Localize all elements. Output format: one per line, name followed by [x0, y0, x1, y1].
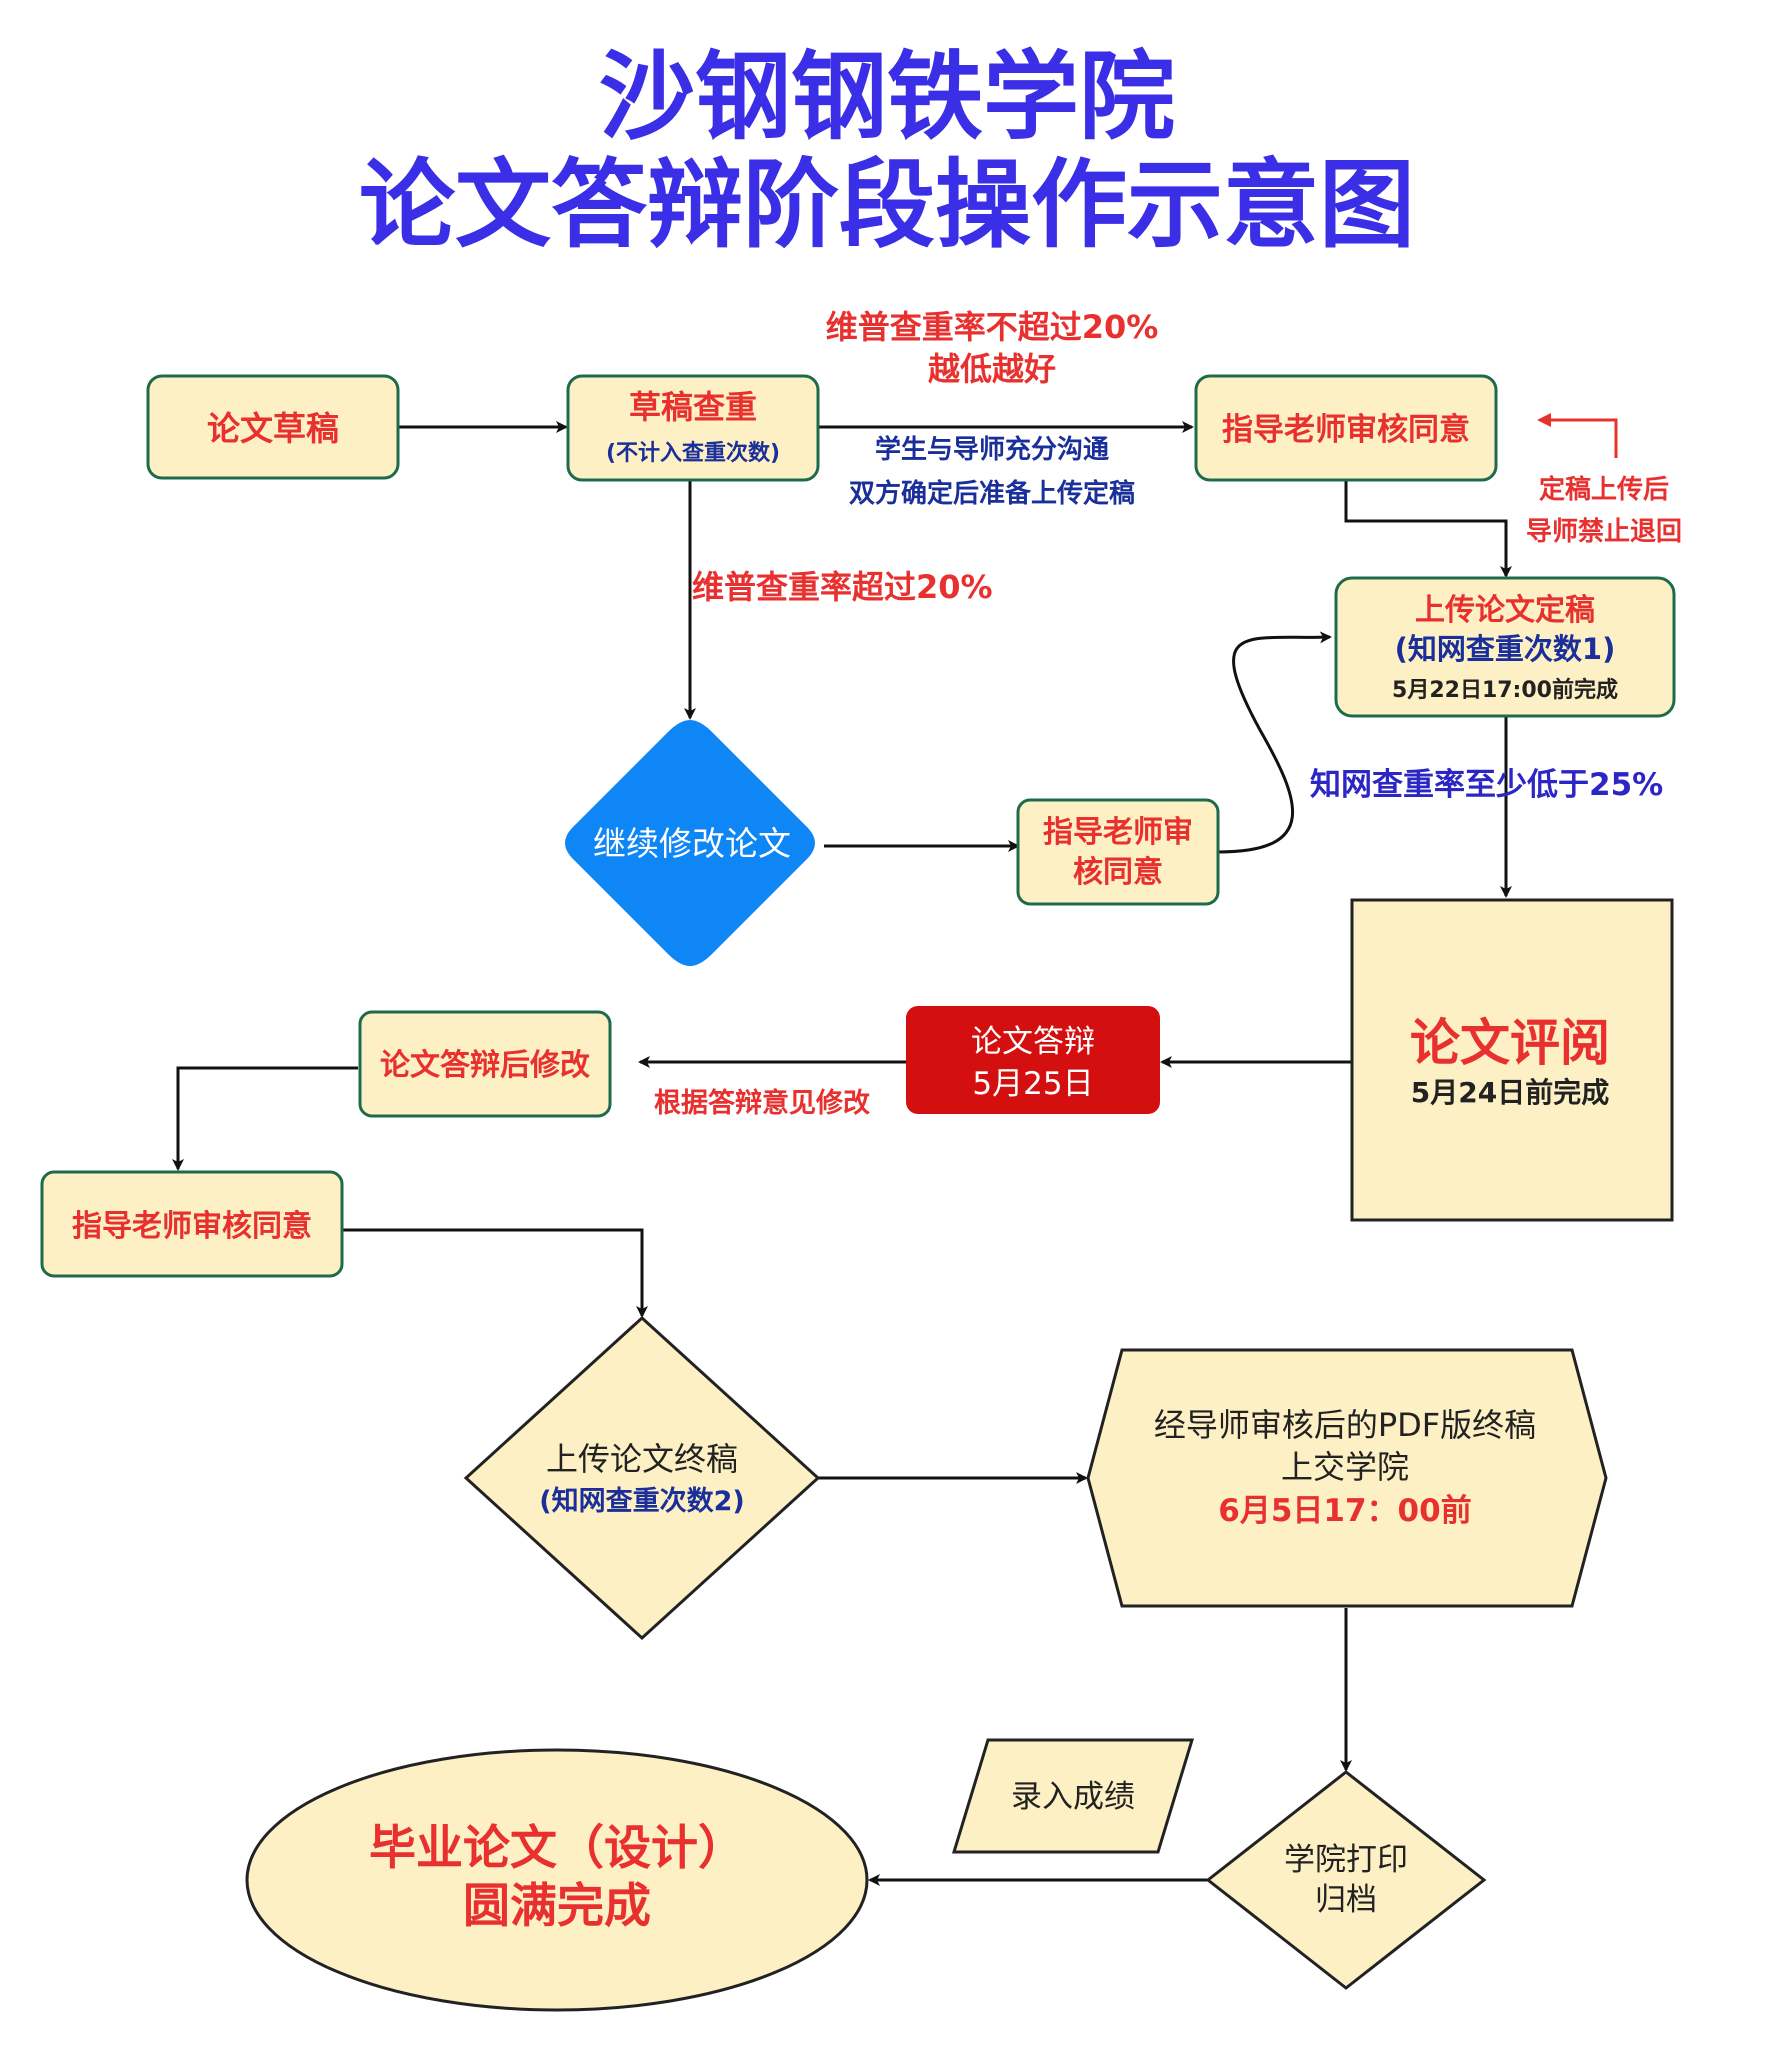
- node-advisor-approve-3-label: 指导老师审核同意: [72, 1209, 312, 1244]
- node-archive-line1: 学院打印: [1284, 1842, 1408, 1878]
- node-upload-last: 上传论文终稿 (知网查重次数2): [463, 1315, 821, 1641]
- node-review-deadline: 5月24日前完成: [1411, 1076, 1609, 1109]
- node-draft-check-note: (不计入查重次数): [606, 440, 780, 466]
- node-advisor-approve-1: 指导老师审核同意: [1194, 374, 1498, 482]
- node-submit-pdf: 经导师审核后的PDF版终稿 上交学院 6月5日17：00前: [1086, 1348, 1608, 1608]
- node-upload-final-deadline: 5月22日17:00前完成: [1392, 677, 1618, 703]
- arrow-revise-to-approve3: [172, 1066, 358, 1171]
- label-rate-ok-1: 维普查重率不超过20%: [826, 308, 1159, 346]
- node-upload-final-title: 上传论文定稿: [1415, 593, 1595, 628]
- node-review: 论文评阅 5月24日前完成: [1350, 898, 1674, 1222]
- node-draft-check: 草稿查重 (不计入查重次数): [566, 374, 820, 482]
- node-defense-title: 论文答辩: [971, 1024, 1095, 1060]
- node-record-grades-label: 录入成绩: [1011, 1779, 1135, 1815]
- node-complete-line2: 圆满完成: [463, 1879, 651, 1934]
- node-continue-revise-label: 继续修改论文: [593, 824, 791, 863]
- node-upload-final: 上传论文定稿 (知网查重次数1) 5月22日17:00前完成: [1334, 576, 1676, 718]
- arrow-approve2-to-upload: [1217, 631, 1332, 854]
- node-advisor-approve-2: 指导老师审 核同意: [1016, 798, 1220, 906]
- label-communicate-2: 双方确定后准备上传定稿: [849, 478, 1135, 509]
- node-review-title: 论文评阅: [1410, 1014, 1610, 1072]
- label-no-return-2: 导师禁止退回: [1526, 517, 1682, 547]
- label-revise-by-feedback: 根据答辩意见修改: [654, 1087, 870, 1119]
- node-submit-pdf-deadline: 6月5日17：00前: [1218, 1493, 1471, 1529]
- node-submit-pdf-line2: 上交学院: [1281, 1448, 1409, 1486]
- label-rate-ok-2: 越低越好: [928, 350, 1056, 388]
- node-submit-pdf-line1: 经导师审核后的PDF版终稿: [1154, 1406, 1536, 1444]
- node-continue-revise: 继续修改论文: [565, 720, 815, 966]
- arrow-approve-to-upload: [1344, 481, 1512, 578]
- node-complete-line1: 毕业论文（设计）: [369, 1821, 745, 1876]
- node-defense: 论文答辩 5月25日: [906, 1006, 1160, 1114]
- node-advisor-approve-2-line2: 核同意: [1073, 855, 1163, 890]
- label-no-return-1: 定稿上传后: [1539, 474, 1669, 505]
- node-complete: 毕业论文（设计） 圆满完成: [245, 1748, 869, 2012]
- node-archive-line2: 归档: [1315, 1882, 1377, 1918]
- connectors: [172, 421, 1512, 1886]
- node-advisor-approve-3: 指导老师审核同意: [40, 1170, 344, 1278]
- label-rate-over: 维普查重率超过20%: [692, 568, 993, 606]
- node-upload-last-count: (知网查重次数2): [539, 1486, 744, 1517]
- node-upload-final-count: (知网查重次数1): [1395, 632, 1616, 666]
- node-advisor-approve-1-label: 指导老师审核同意: [1222, 412, 1470, 448]
- node-upload-last-title: 上传论文终稿: [546, 1440, 738, 1478]
- node-defense-date: 5月25日: [972, 1066, 1093, 1102]
- node-post-defense-revise-label: 论文答辩后修改: [380, 1048, 590, 1083]
- title-line-2: 论文答辩阶段操作示意图: [359, 149, 1415, 261]
- node-draft-check-title: 草稿查重: [629, 388, 757, 426]
- node-draft-label: 论文草稿: [207, 409, 339, 448]
- label-communicate-1: 学生与导师充分沟通: [875, 434, 1109, 465]
- arrow-approve3-to-upload-last: [342, 1228, 648, 1318]
- node-archive: 学院打印 归档: [1205, 1770, 1487, 1990]
- label-cnki-rate: 知网查重率至少低于25%: [1310, 767, 1663, 803]
- node-advisor-approve-2-line1: 指导老师审: [1043, 815, 1193, 850]
- node-draft: 论文草稿: [146, 374, 400, 480]
- node-post-defense-revise: 论文答辩后修改: [358, 1010, 612, 1118]
- node-record-grades: 录入成绩: [951, 1738, 1195, 1854]
- title-line-1: 沙钢钢铁学院: [599, 41, 1175, 153]
- arrow-no-return: [1537, 413, 1618, 458]
